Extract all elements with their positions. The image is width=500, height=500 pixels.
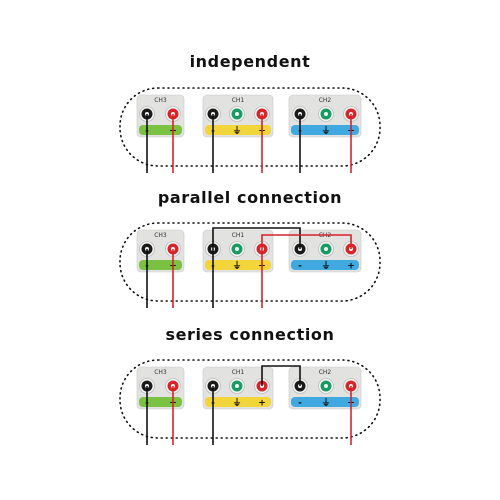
ch2-terminal-0: - <box>298 399 302 409</box>
bridge-series <box>261 365 301 386</box>
title-series-connection: series connection <box>165 325 335 344</box>
ch2-color-strip <box>291 397 359 407</box>
ch1-terminal-1: ⏚ <box>232 126 241 137</box>
ch2-terminal-2: + <box>347 262 355 272</box>
title-independent: independent <box>189 52 311 71</box>
ch3-color-strip <box>139 125 182 135</box>
ch2-label: CH2 <box>319 369 332 376</box>
bridge-positive <box>261 234 352 249</box>
ch1-label: CH1 <box>232 232 245 239</box>
ch2-plug-green-hole <box>324 247 328 251</box>
ch2-plug-green-hole <box>324 384 328 388</box>
section-2: CH3-+CH1-⏚+CH2-⏚+ <box>119 359 381 445</box>
ch1-color-strip <box>205 125 271 135</box>
title-parallel-connection: parallel connection <box>157 188 343 207</box>
ch2-terminal-1: ⏚ <box>321 261 330 272</box>
section-1: CH3-+CH1-⏚+CH2-⏚+ <box>119 222 381 308</box>
ch2-plug-green-hole <box>324 112 328 116</box>
ch3-label: CH3 <box>154 369 167 376</box>
ch2-terminal-1: ⏚ <box>321 398 330 409</box>
ch1-label: CH1 <box>232 369 245 376</box>
bridge-negative <box>212 227 301 249</box>
ch3-label: CH3 <box>154 232 167 239</box>
section-0: CH3-+CH1-⏚+CH2-⏚+ <box>119 87 381 173</box>
ch1-label: CH1 <box>232 97 245 104</box>
ch1-plug-green-hole <box>235 112 239 116</box>
ch1-plug-green-hole <box>235 384 239 388</box>
ch2-color-strip <box>291 125 359 135</box>
ch1-terminal-1: ⏚ <box>232 398 241 409</box>
ch2-terminal-0: - <box>298 262 302 272</box>
ch2-color-strip <box>291 260 359 270</box>
dotted-outline <box>119 359 381 439</box>
ch1-color-strip <box>205 260 271 270</box>
dotted-outline <box>119 87 381 167</box>
ch3-label: CH3 <box>154 97 167 104</box>
ch2-terminal-1: ⏚ <box>321 126 330 137</box>
ch1-color-strip <box>205 397 271 407</box>
ch1-terminal-1: ⏚ <box>232 261 241 272</box>
dotted-outline <box>119 222 381 302</box>
ch1-plug-green-hole <box>235 247 239 251</box>
ch1-terminal-2: + <box>258 399 266 409</box>
ch3-color-strip <box>139 260 182 270</box>
ch3-color-strip <box>139 397 182 407</box>
ch2-label: CH2 <box>319 97 332 104</box>
